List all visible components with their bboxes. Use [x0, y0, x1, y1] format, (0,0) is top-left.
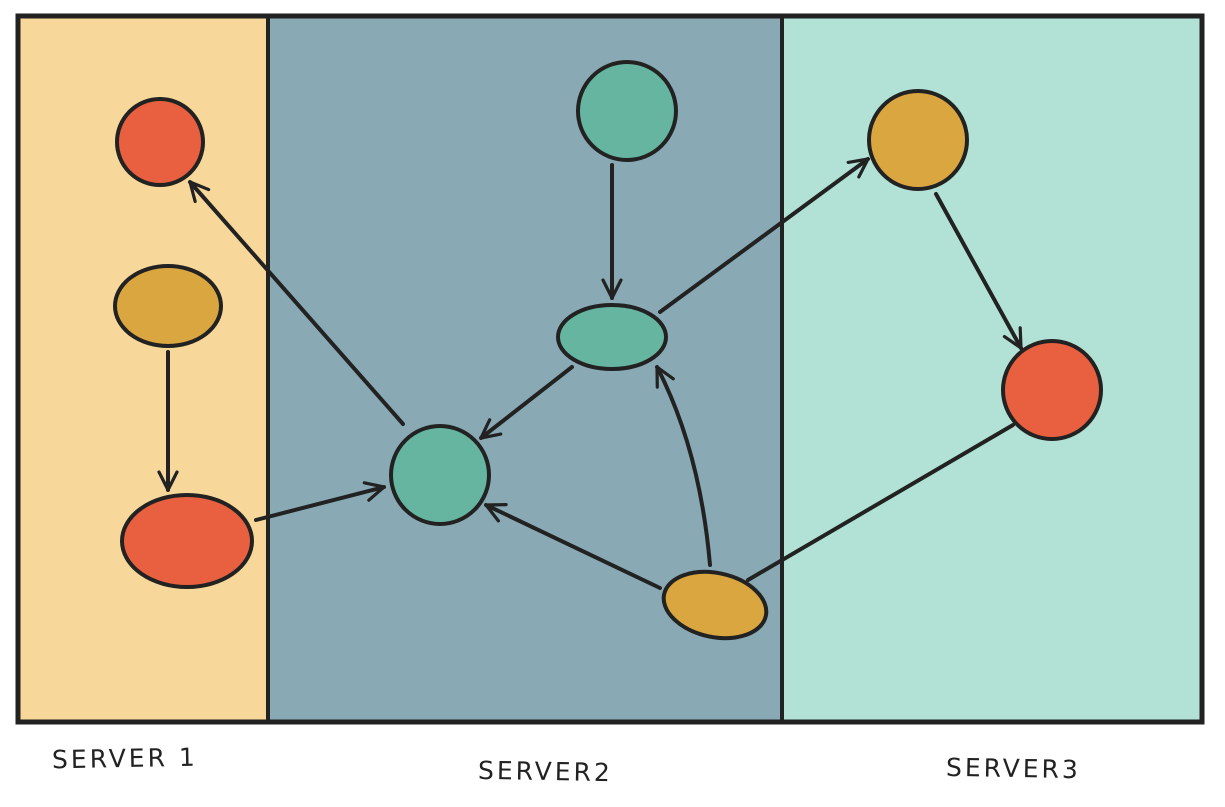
node-server2-teal-top — [576, 60, 678, 162]
edge-s3-gold-top-to-s3-red-mid — [934, 192, 1023, 350]
edge-s2-teal-center-to-s1-red-top — [188, 180, 405, 426]
edge-s2-teal-mid-to-s3-gold-top — [658, 157, 870, 314]
node-server2-teal-center — [389, 424, 491, 526]
edge-s1-red-bottom-to-s2-teal-center — [254, 481, 386, 522]
edge-s2-teal-mid-to-s2-teal-center — [479, 365, 574, 440]
node-server1-red-top — [115, 97, 205, 187]
node-server3-red-middle — [1001, 339, 1103, 441]
server3-label: SERVER3 — [945, 752, 1082, 785]
edge-s2-gold-bottom-to-s2-teal-center — [484, 503, 662, 590]
node-server1-gold-middle — [113, 264, 223, 348]
node-server1-red-bottom — [120, 493, 254, 589]
edge-s2-gold-bottom-to-s2-teal-mid — [655, 365, 712, 567]
diagram-border — [15, 13, 1205, 725]
node-server2-gold-bottom — [661, 569, 769, 641]
node-server3-gold-top — [867, 89, 969, 191]
server3-panel — [782, 16, 1202, 722]
node-server2-teal-middle — [556, 303, 668, 371]
server2-label: SERVER2 — [477, 755, 614, 788]
edge-s3-red-mid-to-s2-gold-bottom — [746, 423, 1015, 582]
server1-label: SERVER 1 — [51, 742, 199, 775]
